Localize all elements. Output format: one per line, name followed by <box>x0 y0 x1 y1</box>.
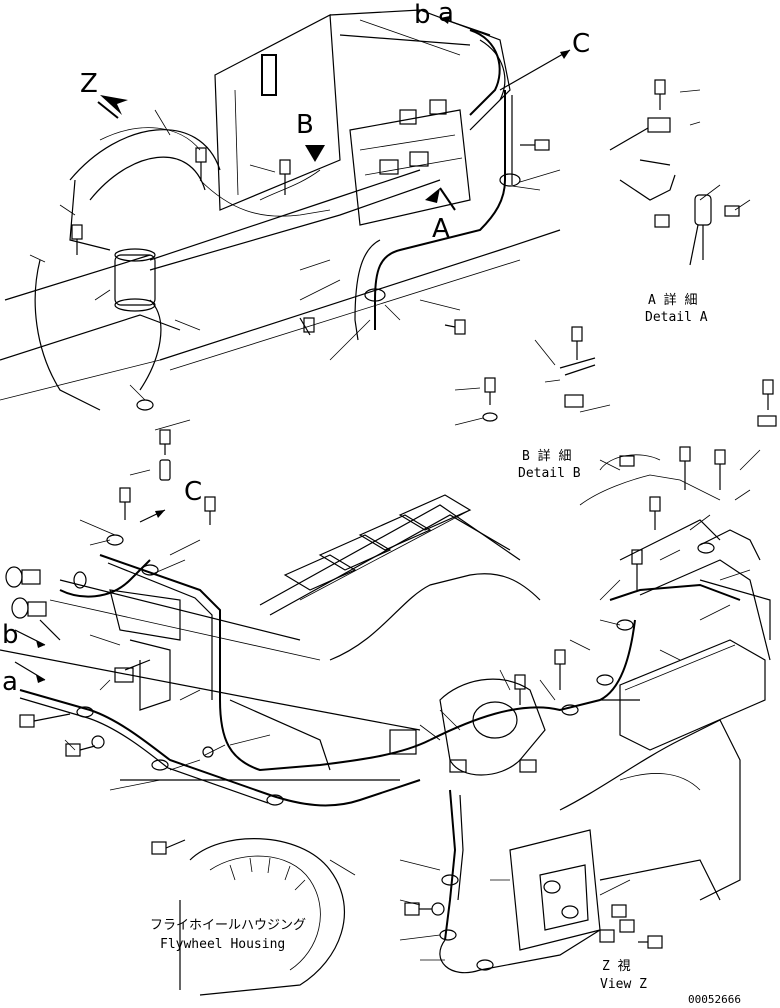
view-z-drawing <box>490 829 635 951</box>
top-assembly <box>0 9 621 471</box>
detail-b-jp-caption: B 詳 細 <box>522 448 571 464</box>
flywheel-en-caption: Flywheel Housing <box>160 937 285 952</box>
view-z-jp-caption: Z 視 <box>602 959 631 974</box>
view-a-letter: A <box>432 214 450 244</box>
flywheel-jp-caption: フライホイールハウジング <box>150 918 306 933</box>
arrow-b-label: b <box>414 0 431 30</box>
lower-assembly <box>0 379 777 996</box>
view-b-letter: B <box>296 110 314 140</box>
arrow-b-left-label: b <box>2 620 19 650</box>
detail-b-drawing <box>454 326 611 426</box>
arrow-a-left-label: a <box>2 667 18 697</box>
view-z-letter: Z <box>80 69 98 99</box>
arrow-a-label: a <box>438 0 454 28</box>
detail-a-en-caption: Detail A <box>645 310 708 325</box>
view-z-en-caption: View Z <box>600 977 647 992</box>
arrow-c-top-label: C <box>572 29 590 59</box>
detail-b-en-caption: Detail B <box>518 466 581 481</box>
drawing-number: 00052666 <box>688 993 741 1006</box>
detail-a-jp-caption: A 詳 細 <box>648 292 697 308</box>
arrow-c-mid-label: C <box>184 477 202 507</box>
detail-a-drawing <box>609 79 751 266</box>
